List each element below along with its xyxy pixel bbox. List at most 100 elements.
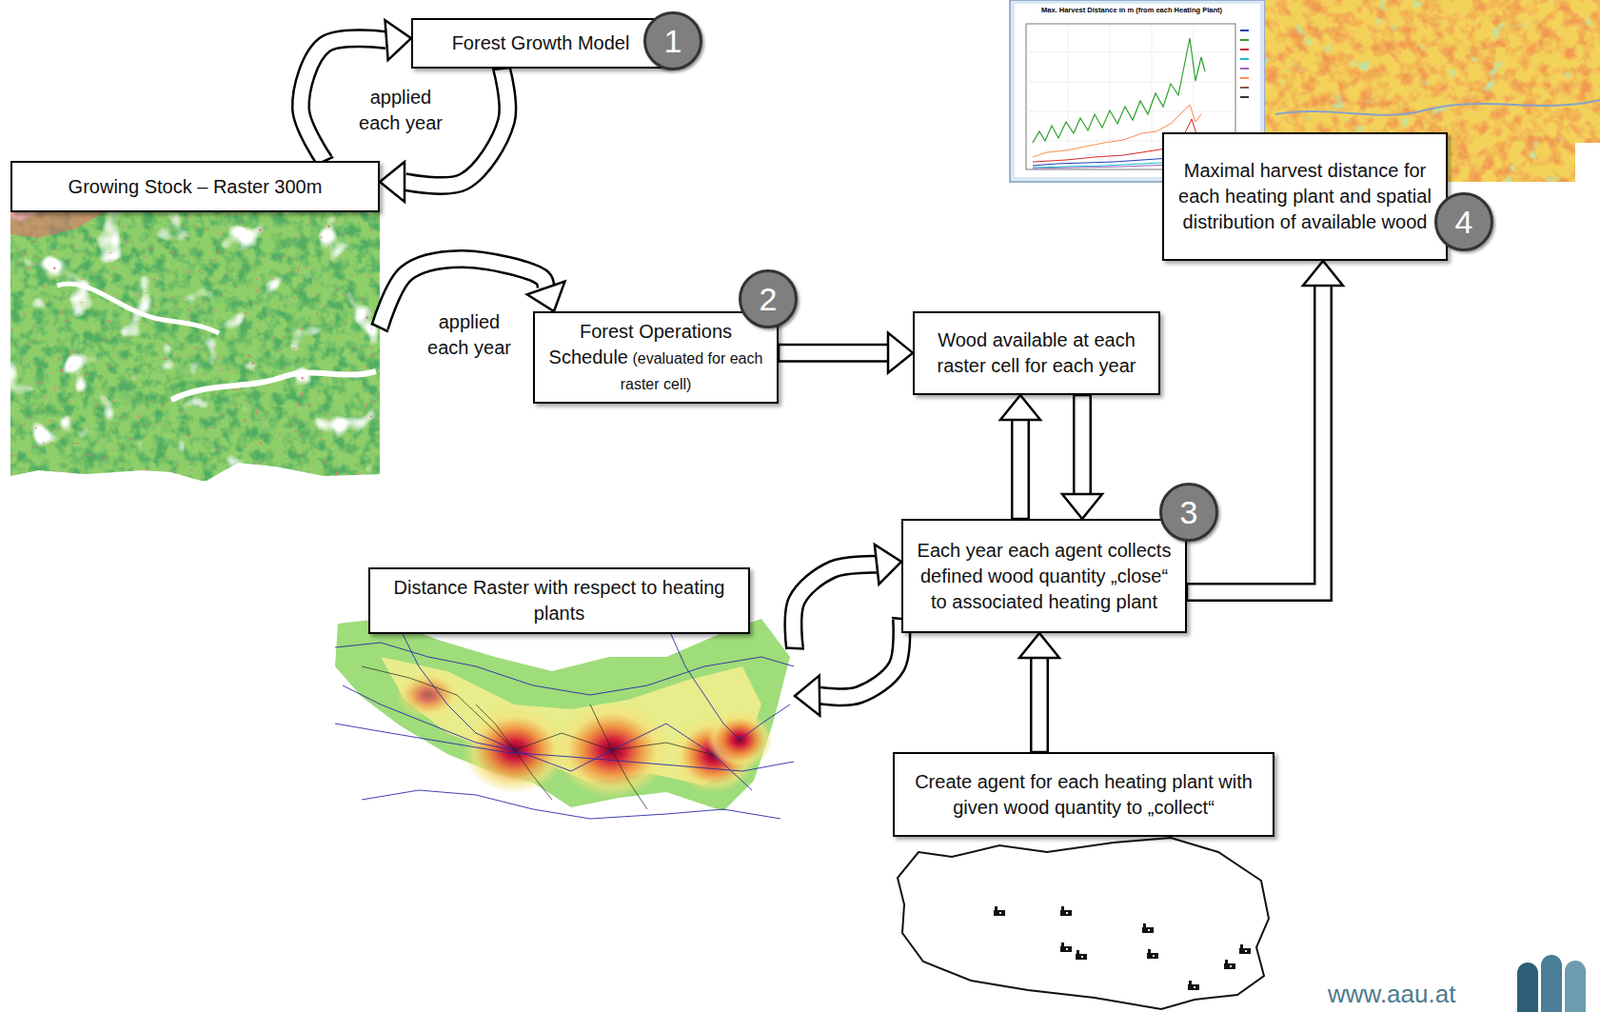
plant-icon <box>1187 980 1200 990</box>
illustration-detail <box>342 685 515 751</box>
illustration-detail <box>590 704 648 810</box>
plant-icon <box>1146 948 1159 959</box>
illustration-detail <box>475 704 553 800</box>
arrow-tail <box>371 323 389 333</box>
chart-title: Max. Harvest Distance in m (from each He… <box>1029 6 1234 15</box>
arrow-body <box>778 345 889 360</box>
arrow-body <box>1186 285 1324 593</box>
chart-line <box>1032 38 1205 143</box>
arrow-body <box>1075 395 1090 494</box>
arrow-outline <box>792 564 877 649</box>
block-arrow <box>1019 632 1060 752</box>
arrow-body <box>819 618 902 697</box>
text-holder: Forest Growth Model <box>424 30 657 57</box>
logo-bar <box>1564 960 1586 1012</box>
map-zone <box>335 618 791 811</box>
map-hotspot <box>671 716 757 793</box>
arrow-head <box>379 161 405 202</box>
block-arrow <box>794 617 911 716</box>
plant-icon <box>993 906 1006 916</box>
text-holder: Distance Raster with respect to heating … <box>381 574 737 627</box>
box-text: (evaluated for each raster cell) <box>620 350 764 393</box>
callout-number: 2 <box>738 269 798 329</box>
map-panel: Create agent for each heating plant with… <box>892 751 1275 1012</box>
box-text: Distance Raster with respect to heating … <box>381 574 737 627</box>
block-arrow <box>778 333 913 374</box>
map-hotspot <box>462 707 568 793</box>
map-texture <box>10 212 380 481</box>
map-hotspot <box>395 671 462 719</box>
illustration-detail <box>1240 48 1249 51</box>
callout-number: 3 <box>1159 482 1219 542</box>
box-text: Create agent for each heating plant with… <box>906 769 1262 821</box>
plant-icon <box>1224 959 1236 969</box>
plant-icon <box>1060 906 1072 916</box>
map-panel: Growing Stock – Raster 300m <box>10 160 380 480</box>
plant-icon <box>1060 942 1072 952</box>
arrow-outline <box>1072 395 1092 494</box>
website-url: www.aau.at <box>1327 981 1456 1007</box>
illustration-detail <box>1240 67 1249 70</box>
illustration-detail <box>1240 29 1249 32</box>
arrow-body <box>1013 419 1028 519</box>
process-box: Each year each agent collects defined wo… <box>901 518 1187 633</box>
map-texture <box>10 212 380 481</box>
arrow-head <box>1303 260 1344 286</box>
logo-bar <box>1517 962 1539 1012</box>
text-holder: Each year each agent collects defined wo… <box>914 537 1174 615</box>
box-text: Growing Stock – Raster 300m <box>23 174 367 200</box>
block-arrow <box>785 544 902 649</box>
illustration-detail <box>1240 58 1249 60</box>
illustration-detail <box>666 623 791 740</box>
arrow-head <box>527 281 566 312</box>
callout-number: 1 <box>643 11 703 71</box>
arrow-head <box>1019 632 1060 658</box>
illustration-detail <box>1109 23 1111 170</box>
arrow-outline <box>1010 419 1030 519</box>
arrow-head <box>1000 395 1041 420</box>
illustration-detail <box>1240 39 1249 41</box>
illustration-detail <box>1026 111 1236 113</box>
road-lines <box>361 666 714 810</box>
block-arrow <box>1062 395 1103 519</box>
illustration-detail <box>335 723 794 771</box>
panel-header: Distance Raster with respect to heating … <box>368 567 751 634</box>
box-text: Each year each agent collects defined wo… <box>914 537 1174 615</box>
process-box: Wood available at each raster cell for e… <box>912 311 1161 396</box>
arrow-body <box>792 564 877 649</box>
logo-bar <box>1540 954 1562 1012</box>
illustration-detail <box>361 790 781 819</box>
map-panel: Distance Raster with respect to heating … <box>334 567 795 855</box>
distance-map <box>334 612 795 855</box>
map-zone <box>380 656 762 786</box>
text-holder: Maximal harvest distance for each heatin… <box>1175 158 1435 236</box>
arrow-head <box>794 675 820 716</box>
text-holder: Growing Stock – Raster 300m <box>23 174 367 200</box>
illustration-detail <box>1240 86 1249 89</box>
text-holder: Create agent for each heating plant with… <box>906 769 1262 821</box>
annotation-text: applied each year <box>416 309 522 361</box>
block-arrow <box>1000 395 1041 519</box>
box-text: Maximal harvest distance for each heatin… <box>1175 158 1435 236</box>
illustration-detail <box>1240 77 1249 80</box>
annotation-text: applied each year <box>348 84 454 137</box>
arrow-body <box>1032 657 1047 752</box>
text-holder: Forest Operations Schedule(evaluated for… <box>546 318 766 396</box>
illustration-detail <box>361 666 714 755</box>
arrow-tail <box>785 646 805 650</box>
box-text: Wood available at each raster cell for e… <box>926 327 1147 379</box>
chart-legend <box>1240 30 1249 98</box>
illustration-detail <box>1067 23 1069 170</box>
map-patch <box>10 212 105 238</box>
text-holder: Wood available at each raster cell for e… <box>926 327 1147 379</box>
map-ground <box>10 212 380 481</box>
map-blank <box>1575 142 1600 182</box>
map-valley <box>171 371 376 400</box>
process-box: Forest Growth Model <box>411 18 671 69</box>
illustration-detail <box>335 642 794 695</box>
plant-icon <box>1239 944 1251 954</box>
region-outline <box>897 837 1269 1009</box>
